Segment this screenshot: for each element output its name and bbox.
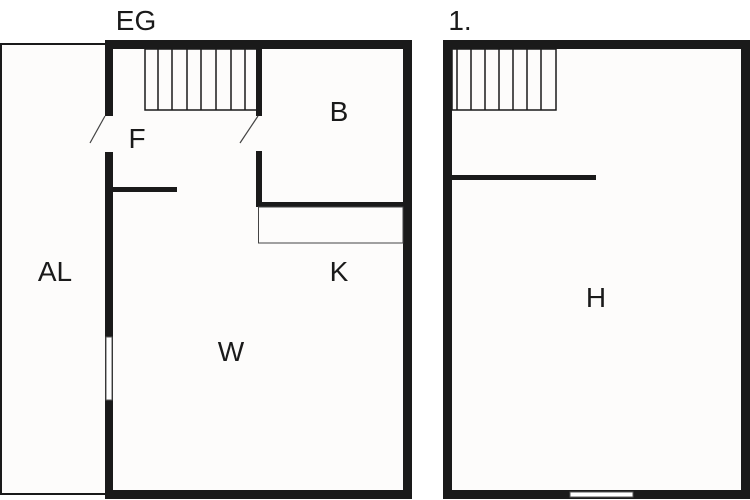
room-label-f: F — [128, 123, 146, 154]
upper-floor — [443, 40, 750, 499]
wall-left — [443, 40, 452, 498]
wall-left-lower — [105, 152, 113, 498]
wall-bottom — [105, 490, 412, 499]
window-left — [105, 336, 113, 401]
room-label-k: K — [329, 256, 349, 287]
wall-top — [443, 40, 750, 49]
ground-floor — [89, 40, 412, 499]
room-al-outline — [0, 43, 107, 495]
door-swing-b — [239, 115, 259, 144]
room-label-h: H — [585, 282, 607, 313]
window-bottom — [569, 491, 634, 498]
wall-partition — [452, 175, 596, 180]
stairs-upper — [451, 48, 557, 111]
wall-f-partition — [113, 187, 177, 192]
door-swing-entry — [89, 115, 106, 144]
wall-b-bottom — [256, 202, 403, 207]
wall-b-upper — [256, 49, 262, 116]
wall-b-lower — [256, 151, 262, 207]
wall-left-upper — [105, 40, 113, 116]
room-label-b: B — [329, 96, 349, 127]
floor-title-eg: EG — [115, 5, 157, 36]
wall-right — [403, 40, 412, 498]
floor-title-1: 1. — [448, 5, 472, 36]
room-label-al: AL — [37, 256, 73, 287]
wall-right — [741, 40, 750, 498]
wall-top — [105, 40, 412, 49]
room-label-w: W — [217, 336, 245, 367]
kitchen-counter — [258, 206, 404, 244]
